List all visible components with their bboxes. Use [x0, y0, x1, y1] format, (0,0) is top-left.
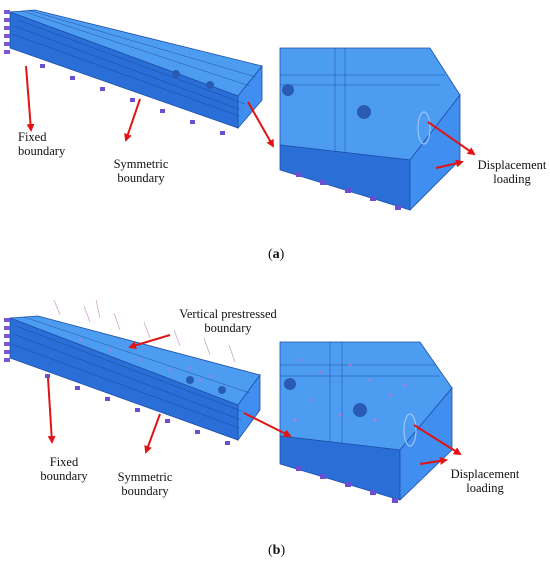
zoom-b-anchor-hole-1 [284, 378, 296, 390]
arrow-b-displacement-2 [419, 456, 448, 465]
label-b-symmetric-boundary: Symmetric boundary [110, 470, 180, 498]
arrow-a-fixed [25, 65, 35, 132]
label-a-displacement-line2: loading [493, 172, 531, 186]
caption-b-open: ( [268, 543, 273, 558]
arrow-a-displacement-1 [427, 121, 476, 156]
zoom-b-supports [296, 466, 398, 503]
zoom-a-anchor-plate [417, 111, 431, 145]
caption-a: (a) [268, 247, 284, 263]
beam-a-fixed-supports [4, 10, 10, 54]
caption-b-close: ) [280, 543, 286, 558]
arrow-a-displacement-2 [435, 159, 464, 169]
caption-b: (b) [268, 543, 285, 559]
beam-a-anchor-hole-1 [172, 70, 180, 78]
arrow-b-vertical-prestress [128, 334, 171, 350]
arrow-a-symmetric [124, 98, 141, 142]
label-b-displacement-loading: Displacement loading [446, 467, 524, 495]
beam-b-anchor-hole-1 [186, 376, 194, 384]
panel-b-beam-model [4, 299, 261, 445]
beam-a-symmetric-supports [40, 64, 225, 135]
label-a-symmetric-line1: Symmetric [113, 157, 169, 171]
zoom-a-anchor-hole-1 [282, 84, 294, 96]
label-b-fixed-line1: Fixed [49, 455, 79, 469]
zoom-b-prestress-markers [293, 358, 407, 422]
beam-b-vertical-prestress-lines [53, 299, 236, 363]
beam-b-anchor-hole-2 [218, 386, 226, 394]
beam-b-fixed-supports [4, 318, 10, 362]
beam-a-anchor-hole-2 [206, 81, 214, 89]
label-a-fixed-line2: boundary [18, 144, 66, 158]
caption-b-letter: b [272, 543, 281, 558]
label-a-fixed-boundary: Fixed boundary [18, 130, 65, 158]
label-b-vertical-line1: Vertical prestressed [179, 307, 277, 321]
panel-b-zoom-detail [279, 341, 453, 503]
beam-b-symmetric-supports [45, 374, 230, 445]
panel-a-zoom-detail [279, 47, 461, 211]
panel-a-arrows [25, 65, 476, 169]
caption-a-close: ) [279, 247, 285, 262]
label-b-vertical-line2: boundary [204, 321, 252, 335]
panel-a-beam-model [4, 9, 263, 135]
caption-a-open: ( [268, 247, 273, 262]
panel-b-arrows [47, 334, 462, 465]
arrow-b-symmetric [144, 413, 161, 454]
caption-a-letter: a [272, 247, 280, 262]
label-a-symmetric-line2: boundary [117, 171, 165, 185]
zoom-a-supports [296, 172, 401, 210]
label-a-fixed-line1: Fixed [18, 130, 47, 144]
label-b-fixed-line2: boundary [40, 469, 88, 483]
zoom-a-anchor-hole-2 [357, 105, 371, 119]
label-b-symmetric-line1: Symmetric [117, 470, 173, 484]
label-b-displacement-line1: Displacement [450, 467, 520, 481]
label-a-displacement-line1: Displacement [477, 158, 547, 172]
label-b-vertical-prestressed-boundary: Vertical prestressed boundary [172, 307, 284, 335]
label-b-fixed-boundary: Fixed boundary [36, 455, 92, 483]
label-b-symmetric-line2: boundary [121, 484, 169, 498]
arrow-b-zoom [243, 412, 292, 437]
arrow-b-displacement-1 [413, 424, 462, 456]
arrow-a-zoom [247, 101, 274, 148]
zoom-b-anchor-hole-2 [353, 403, 367, 417]
beam-b-end-face [237, 373, 261, 442]
zoom-b-anchor-plate [403, 413, 417, 447]
beam-a-end-face [237, 64, 263, 130]
arrow-b-fixed [47, 377, 56, 444]
label-a-symmetric-boundary: Symmetric boundary [106, 157, 176, 185]
label-b-displacement-line2: loading [466, 481, 504, 495]
label-a-displacement-loading: Displacement loading [474, 158, 550, 186]
